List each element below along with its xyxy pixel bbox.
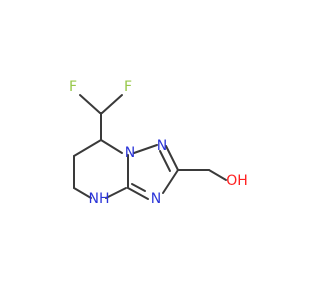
- fluorine-label-left: F: [69, 79, 77, 95]
- hydroxyl-label: OH: [226, 173, 248, 189]
- bond-c7-n1: [100, 139, 123, 154]
- bond-ch2-o: [208, 169, 227, 181]
- bond-f1-c: [79, 94, 101, 114]
- bond-c5-n4: [73, 187, 92, 199]
- bond-n1-n2: [133, 144, 158, 154]
- bond-f2-c: [101, 94, 123, 114]
- bond-n2-c2-outer: [165, 145, 179, 171]
- bond-n3-c4a-outer: [127, 187, 149, 200]
- bond-c7-c6: [73, 139, 102, 157]
- bond-c2-n3: [162, 169, 179, 194]
- fluorine-label-right: F: [124, 79, 132, 95]
- amine-nh-label: NH: [89, 191, 110, 207]
- nitrogen-label-lower-ring: N: [151, 191, 161, 207]
- bond-n4-c4a: [105, 187, 127, 199]
- atom-label-layer: F F N N N NH OH: [69, 79, 248, 207]
- nitrogen-label-upper-ring: N: [157, 138, 167, 154]
- bond-n3-c4a-inner: [131, 183, 146, 192]
- bond-layer: [73, 94, 227, 200]
- chemical-structure-diagram: F F N N N NH OH: [69, 79, 248, 207]
- bond-n2-c2-inner: [159, 150, 171, 172]
- nitrogen-label-bridgehead: N: [125, 145, 135, 161]
